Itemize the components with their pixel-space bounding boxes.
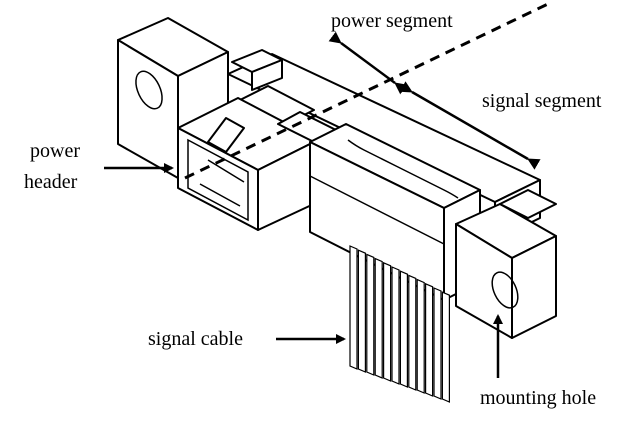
cable-wire xyxy=(408,274,417,391)
cable-wire xyxy=(425,282,434,397)
power-segment-label: power segment xyxy=(331,10,453,32)
cable-wire xyxy=(399,270,408,388)
power-header-label-line1: power xyxy=(30,140,80,162)
signal-cable-label: signal cable xyxy=(148,328,243,350)
cable-wire xyxy=(374,257,383,379)
left-mounting-hole-icon xyxy=(135,70,163,110)
cable-wire xyxy=(349,245,358,370)
cable-wire xyxy=(416,278,425,394)
cable-wire xyxy=(357,249,366,373)
ribbon-cable xyxy=(349,245,450,403)
cable-wire xyxy=(391,266,400,385)
cable-wire xyxy=(366,253,375,376)
power-header-label-line2: header xyxy=(24,171,78,193)
signal-segment-arrow xyxy=(399,81,541,170)
cable-wire xyxy=(383,261,392,382)
right-mounting-flange xyxy=(455,189,557,339)
cable-wire xyxy=(433,287,442,400)
power-segment-arrow xyxy=(328,31,408,95)
mounting-hole-label: mounting hole xyxy=(480,387,596,409)
right-mounting-hole-icon xyxy=(491,271,519,309)
cable-wire xyxy=(441,291,450,403)
signal-segment-label: signal segment xyxy=(482,90,602,112)
